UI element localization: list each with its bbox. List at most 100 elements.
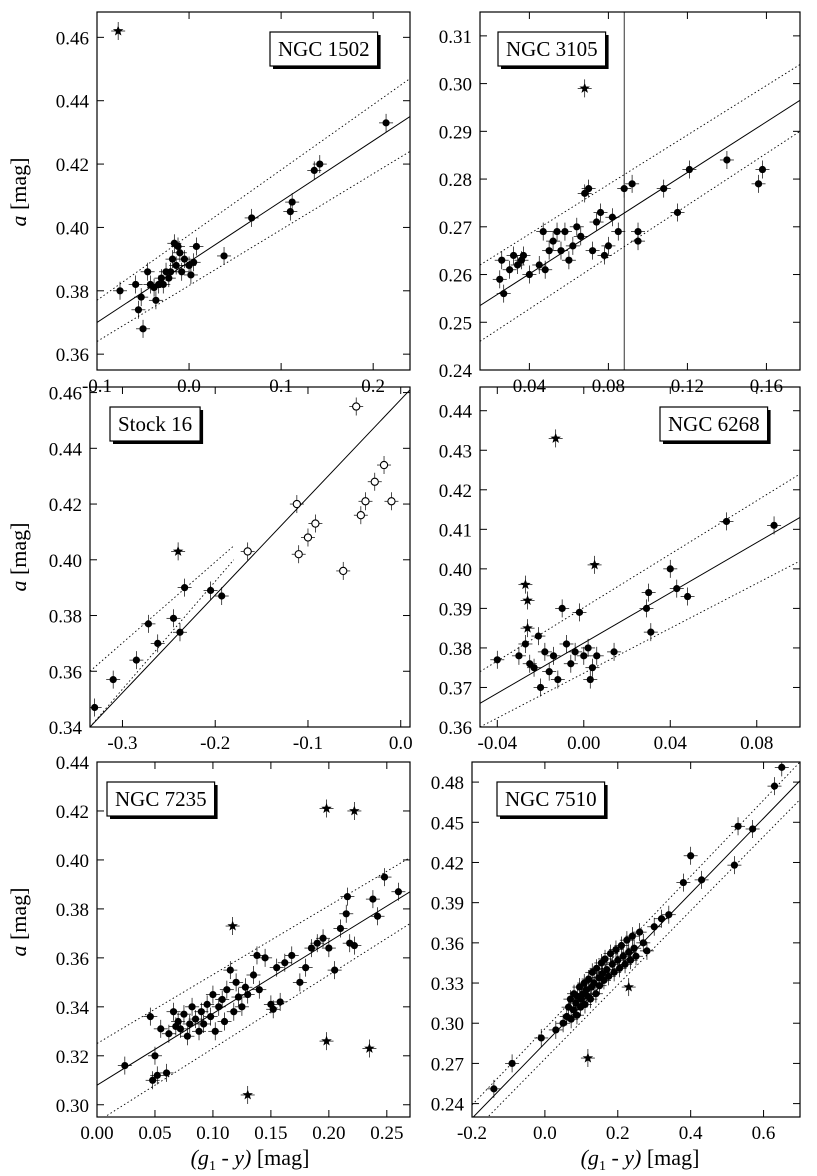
data-point-open xyxy=(387,497,396,506)
data-point xyxy=(770,521,778,529)
y-tick-label: 0.39 xyxy=(431,894,464,915)
data-point xyxy=(723,156,731,164)
data-point xyxy=(562,640,571,648)
y-tick-label: 0.34 xyxy=(49,718,83,739)
data-point xyxy=(281,959,289,967)
data-point xyxy=(554,675,562,684)
data-point-star xyxy=(321,803,332,813)
data-point xyxy=(178,268,186,276)
data-point xyxy=(623,936,631,944)
x-tick-label: 0.0 xyxy=(389,733,413,754)
confidence-band-lower xyxy=(487,799,800,1117)
data-point xyxy=(632,952,640,960)
confidence-band-upper xyxy=(90,545,235,672)
data-point xyxy=(730,861,739,869)
y-tick-label: 0.44 xyxy=(56,753,90,774)
data-point xyxy=(553,227,561,236)
data-point-open xyxy=(311,519,320,528)
y-tick-label: 0.38 xyxy=(56,900,89,921)
data-point xyxy=(558,604,566,612)
data-point xyxy=(116,287,124,295)
data-point xyxy=(132,280,140,289)
data-point xyxy=(581,1000,589,1009)
data-point xyxy=(749,825,757,833)
y-tick-label: 0.46 xyxy=(56,28,89,49)
data-point xyxy=(577,232,585,240)
data-point xyxy=(573,1011,581,1019)
panel-label-box xyxy=(106,781,216,817)
y-tick-label: 0.36 xyxy=(439,718,472,739)
data-point xyxy=(394,888,403,896)
x-tick-label: 0.08 xyxy=(740,733,773,754)
data-point xyxy=(206,586,215,595)
data-point-star xyxy=(227,920,238,931)
y-tick-label: 0.44 xyxy=(49,439,83,460)
y-axis-title-variable: a xyxy=(6,581,31,592)
y-tick-label: 0.30 xyxy=(431,1014,464,1035)
data-point-star xyxy=(242,1089,253,1100)
x-axis-title-right: (g1 - y) [mag] xyxy=(581,1145,700,1174)
panel-label: NGC 7235 xyxy=(106,781,218,819)
data-point xyxy=(373,912,382,920)
data-point xyxy=(585,975,593,983)
data-point xyxy=(223,986,231,994)
x-tick-label: 0.15 xyxy=(254,1123,287,1144)
plot-frame xyxy=(479,386,801,728)
y-tick-label: 0.36 xyxy=(56,345,89,366)
data-point xyxy=(600,976,608,984)
confidence-band-lower xyxy=(480,560,800,727)
data-point xyxy=(657,915,666,923)
data-point xyxy=(539,227,547,236)
data-point xyxy=(588,664,597,672)
y-tick-label: 0.44 xyxy=(56,92,90,113)
y-tick-label: 0.24 xyxy=(439,361,473,382)
data-point xyxy=(758,165,767,174)
data-point xyxy=(643,947,651,955)
data-point xyxy=(620,185,628,193)
data-point xyxy=(636,928,644,936)
data-point xyxy=(186,1020,194,1028)
data-point xyxy=(261,954,269,962)
y-axis-title-row1: a [mag] xyxy=(6,157,31,226)
panel-title: NGC 7235 xyxy=(115,787,207,811)
panel-label-box xyxy=(269,31,379,67)
panel-label-box xyxy=(659,406,769,442)
panel-title: NGC 6268 xyxy=(668,412,760,436)
data-point xyxy=(639,939,647,947)
panel-title: NGC 7510 xyxy=(505,787,597,811)
data-point xyxy=(269,1005,277,1013)
data-point xyxy=(493,656,501,664)
data-point xyxy=(319,934,327,942)
confidence-band-lower xyxy=(90,559,235,727)
y-tick-label: 0.30 xyxy=(439,75,472,96)
data-point xyxy=(176,1025,185,1033)
data-point xyxy=(509,251,518,260)
data-point xyxy=(331,966,339,974)
x-tick-label: -0.04 xyxy=(478,733,518,754)
data-point xyxy=(230,1008,238,1016)
data-point xyxy=(534,632,542,640)
data-point xyxy=(610,968,618,976)
data-point xyxy=(634,227,642,236)
data-point xyxy=(91,703,99,712)
data-point xyxy=(754,180,763,188)
data-point xyxy=(176,249,184,257)
y-axis-title-row3: a [mag] xyxy=(6,887,31,956)
data-point xyxy=(286,207,294,216)
data-point xyxy=(596,208,605,217)
x-tick-label: 0.04 xyxy=(654,733,688,754)
data-point xyxy=(382,119,390,127)
data-point xyxy=(683,592,692,601)
panel-title: NGC 1502 xyxy=(278,37,370,61)
x-tick-label: 0.0 xyxy=(533,1123,557,1144)
data-point xyxy=(519,251,528,260)
confidence-band-upper xyxy=(472,762,800,1106)
data-point xyxy=(207,1013,215,1021)
data-point xyxy=(149,1076,157,1084)
data-point-star xyxy=(550,432,561,443)
data-point-open xyxy=(356,511,365,520)
confidence-band-lower xyxy=(103,923,410,1117)
data-point xyxy=(307,944,316,952)
